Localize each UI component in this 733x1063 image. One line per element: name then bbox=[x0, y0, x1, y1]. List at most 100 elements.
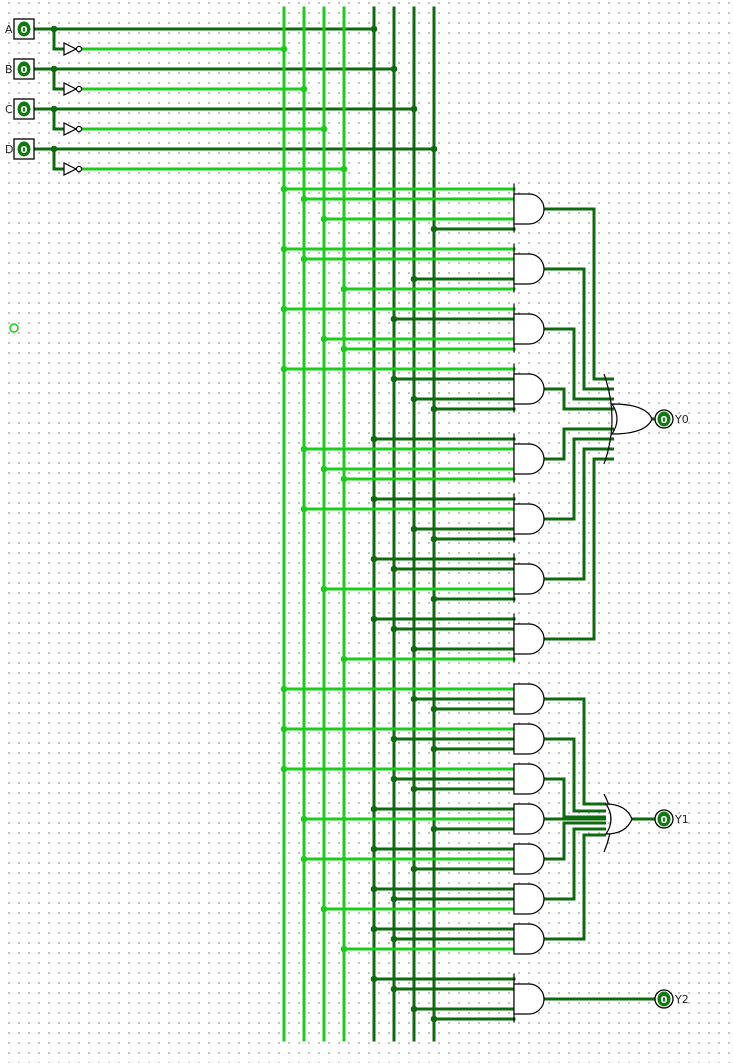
wire-junction-dot bbox=[410, 275, 418, 283]
wire-junction-dot bbox=[430, 405, 438, 413]
wire-junction-dot bbox=[390, 985, 398, 993]
wire-junction-dot bbox=[370, 975, 378, 983]
input-pin-indicator bbox=[17, 21, 31, 37]
gates-layer bbox=[63, 42, 653, 1015]
wire-junction-dot bbox=[390, 735, 398, 743]
wire-junction-dot bbox=[300, 255, 308, 263]
wire-junction-dot bbox=[340, 285, 348, 293]
inverter-feed-wire-D bbox=[52, 149, 64, 171]
wire-junction-dot bbox=[50, 25, 58, 33]
junction-dots-layer bbox=[50, 25, 438, 1023]
or-y0-input-wire-4 bbox=[544, 387, 614, 411]
wire-junction-dot bbox=[320, 125, 328, 133]
input-pin-value: 0 bbox=[21, 25, 28, 36]
wire-junction-dot bbox=[50, 105, 58, 113]
input-pin-label: B bbox=[5, 63, 13, 76]
input-pin-indicator bbox=[17, 141, 31, 157]
input-pin-value: 0 bbox=[21, 65, 28, 76]
input-pin-indicator bbox=[17, 101, 31, 117]
input-pin-value: 0 bbox=[21, 145, 28, 156]
input-pin-indicator bbox=[17, 61, 31, 77]
wire-junction-dot bbox=[300, 195, 308, 203]
not-gate-B bbox=[63, 82, 78, 96]
and-gate-y1-2 bbox=[513, 723, 545, 755]
and-gate-y1-3 bbox=[513, 763, 545, 795]
or-y0-input-wire-5 bbox=[544, 427, 614, 461]
wire-junction-dot bbox=[340, 345, 348, 353]
wire-junction-dot bbox=[390, 375, 398, 383]
wire-junction-dot bbox=[320, 215, 328, 223]
wire-junction-dot bbox=[50, 145, 58, 153]
and-gate-y1-4 bbox=[513, 803, 545, 835]
input-pin-label: A bbox=[5, 23, 13, 36]
wire-junction-dot bbox=[280, 45, 288, 53]
or-y1-input-wire-7 bbox=[544, 833, 606, 941]
inverter-feed-wire-A bbox=[52, 29, 64, 51]
and-gate-y1-1 bbox=[513, 683, 545, 715]
wire-junction-dot bbox=[410, 105, 418, 113]
not-gate-A bbox=[63, 42, 78, 56]
wire-junction-dot bbox=[370, 435, 378, 443]
and-gate-y1-6 bbox=[513, 883, 545, 915]
output-pin-indicator bbox=[657, 811, 671, 827]
output-pin-label: Y1 bbox=[674, 813, 689, 826]
wire-junction-dot bbox=[370, 615, 378, 623]
or-gate-y0 bbox=[610, 403, 653, 435]
or-y0-input-wire-2 bbox=[544, 267, 614, 391]
not-gate-bubble-A bbox=[75, 45, 83, 53]
wire-junction-dot bbox=[410, 395, 418, 403]
wire-junction-dot bbox=[280, 765, 288, 773]
wire-junction-dot bbox=[340, 165, 348, 173]
output-pin-value: 0 bbox=[661, 815, 668, 826]
wire-junction-dot bbox=[390, 315, 398, 323]
wire-junction-dot bbox=[300, 505, 308, 513]
wire-junction-dot bbox=[320, 585, 328, 593]
wire-junction-dot bbox=[410, 865, 418, 873]
wire-junction-dot bbox=[370, 885, 378, 893]
wire-junction-dot bbox=[410, 695, 418, 703]
or-y1-input-wire-1 bbox=[544, 697, 606, 806]
wire-junction-dot bbox=[340, 475, 348, 483]
and-gate-y0-6 bbox=[513, 503, 545, 535]
wire-junction-dot bbox=[340, 655, 348, 663]
wire-junction-dot bbox=[430, 1015, 438, 1023]
wires-layer bbox=[32, 6, 662, 1042]
wire-junction-dot bbox=[410, 645, 418, 653]
not-gate-bubble-D bbox=[75, 165, 83, 173]
output-pin-indicator bbox=[657, 411, 671, 427]
wire-junction-dot bbox=[280, 305, 288, 313]
wire-junction-dot bbox=[370, 845, 378, 853]
wire-junction-dot bbox=[280, 725, 288, 733]
output-pin-indicator bbox=[657, 991, 671, 1007]
or-gate-y0-extension bbox=[603, 373, 613, 465]
input-pin-label: C bbox=[5, 103, 13, 116]
and-gate-y0-3 bbox=[513, 313, 545, 345]
wire-junction-dot bbox=[280, 245, 288, 253]
not-gate-D bbox=[63, 162, 78, 176]
and-gate-y0-4 bbox=[513, 373, 545, 405]
wire-junction-dot bbox=[430, 225, 438, 233]
or-y1-input-wire-3 bbox=[544, 777, 606, 819]
wire-junction-dot bbox=[370, 555, 378, 563]
or-y0-input-wire-1 bbox=[544, 207, 614, 381]
or-y0-input-wire-7 bbox=[544, 447, 614, 581]
or-y0-input-wire-3 bbox=[544, 327, 614, 401]
wire-junction-dot bbox=[320, 905, 328, 913]
output-pin-label: Y2 bbox=[674, 993, 689, 1006]
wire-junction-dot bbox=[300, 445, 308, 453]
wire-junction-dot bbox=[340, 945, 348, 953]
wire-junction-dot bbox=[430, 705, 438, 713]
or-y0-input-wire-6 bbox=[544, 437, 614, 521]
inverter-feed-wire-B bbox=[52, 69, 64, 91]
and-gate-y0-7 bbox=[513, 563, 545, 595]
and-gate-y0-2 bbox=[513, 253, 545, 285]
wire-junction-dot bbox=[410, 785, 418, 793]
